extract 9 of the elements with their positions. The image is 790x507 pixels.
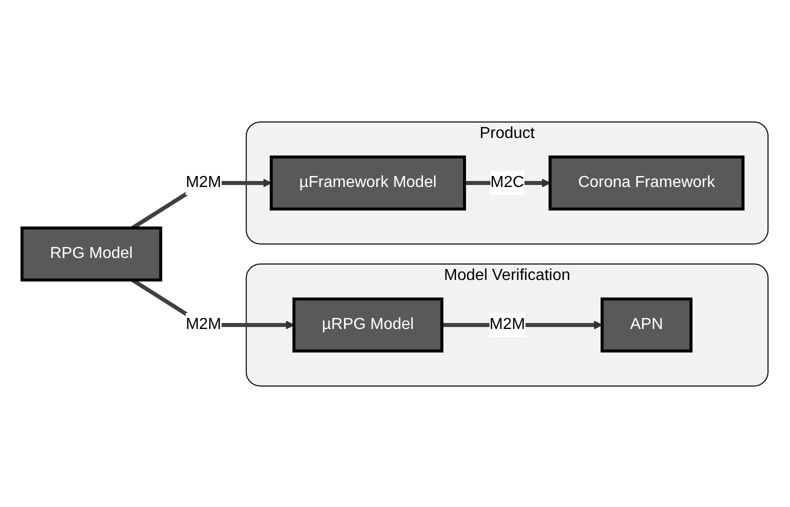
node-box: µFramework Model — [270, 155, 466, 210]
edge-label: M2M — [186, 174, 222, 190]
edge-label: M2M — [490, 316, 526, 332]
node-box: Corona Framework — [548, 155, 744, 210]
node-box: APN — [600, 297, 692, 352]
node-box: µRPG Model — [292, 297, 444, 352]
node-box: RPG Model — [20, 226, 162, 281]
edge-label: M2M — [186, 316, 222, 332]
edge-label: M2C — [490, 174, 524, 190]
